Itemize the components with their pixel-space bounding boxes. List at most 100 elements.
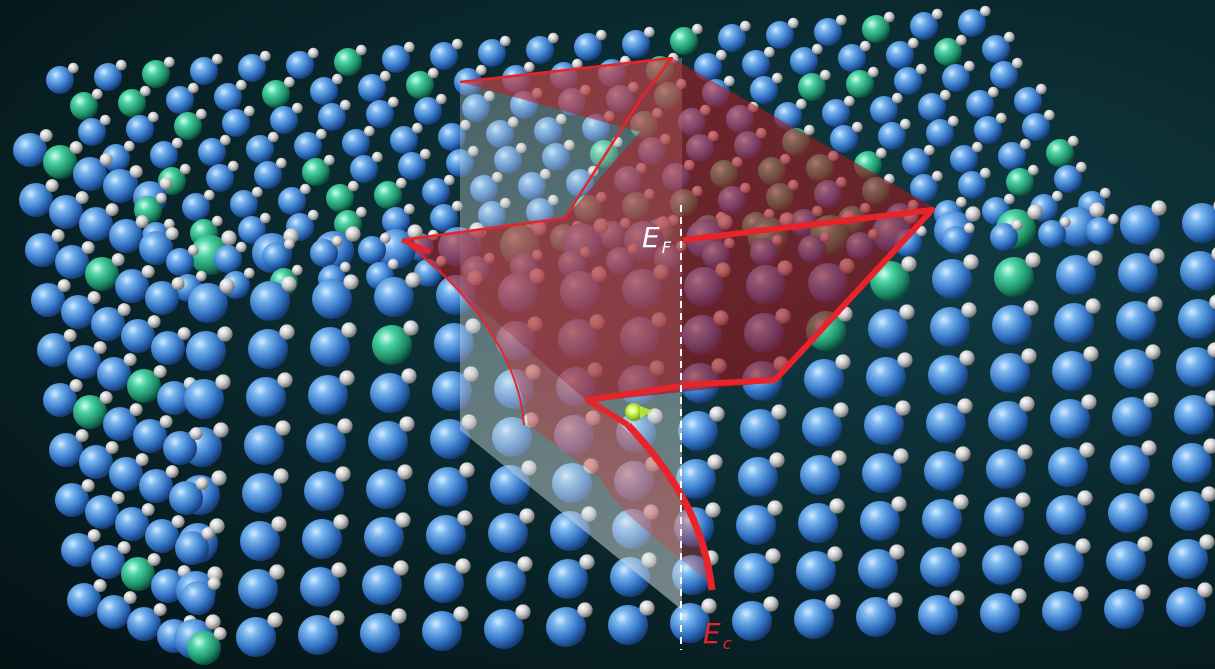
atom <box>1106 536 1153 581</box>
atom <box>870 92 903 124</box>
atom <box>990 57 1023 89</box>
atom <box>169 477 209 515</box>
atom <box>254 157 287 189</box>
atom <box>878 118 911 150</box>
atom <box>1050 394 1097 439</box>
atom <box>85 491 125 529</box>
atom <box>1172 438 1215 483</box>
atom <box>974 112 1007 144</box>
atom <box>67 579 107 617</box>
atom <box>236 612 283 657</box>
atom <box>526 32 559 64</box>
atom <box>174 108 207 140</box>
atom <box>1170 486 1215 531</box>
atom <box>406 67 439 99</box>
atom <box>866 352 913 397</box>
atom <box>310 322 357 367</box>
atom <box>214 241 247 273</box>
atom <box>109 215 149 253</box>
atom <box>270 102 303 134</box>
electron-particle <box>625 403 654 421</box>
atom <box>13 129 53 167</box>
atom <box>298 610 345 655</box>
atom <box>830 121 863 153</box>
atom <box>1046 135 1079 167</box>
atom <box>222 105 255 137</box>
atom <box>230 186 263 218</box>
atom <box>802 402 849 447</box>
atom <box>310 73 343 105</box>
atom <box>19 179 59 217</box>
atom <box>326 180 359 212</box>
atom <box>31 279 71 317</box>
atom <box>1168 534 1215 579</box>
atom <box>318 99 351 131</box>
atom <box>142 56 175 88</box>
atom <box>334 44 367 76</box>
atom <box>206 160 239 192</box>
atom <box>115 265 155 303</box>
atom <box>73 391 113 429</box>
atom <box>302 154 335 186</box>
atom <box>109 453 149 491</box>
atom <box>982 31 1015 63</box>
atom <box>1114 344 1161 389</box>
atom <box>478 35 511 67</box>
atom <box>240 516 287 561</box>
atom <box>166 82 199 114</box>
atom <box>982 540 1029 585</box>
atom <box>734 548 781 593</box>
atom <box>85 253 125 291</box>
atom <box>390 122 423 154</box>
atom <box>94 59 127 91</box>
atom <box>918 590 965 635</box>
atom <box>1110 440 1157 485</box>
atom <box>994 252 1041 297</box>
atom <box>814 14 847 46</box>
atom <box>920 542 967 587</box>
atom <box>181 577 221 615</box>
atom <box>428 462 475 507</box>
atom <box>574 29 607 61</box>
atom <box>924 446 971 491</box>
atom <box>678 406 725 451</box>
atom <box>934 34 967 66</box>
atom <box>950 141 983 173</box>
atom <box>278 183 311 215</box>
atom <box>1006 164 1039 196</box>
atom <box>127 603 167 641</box>
atom <box>1178 294 1215 339</box>
atom <box>862 448 909 493</box>
atom <box>486 556 533 601</box>
atom <box>244 420 291 465</box>
atom <box>1108 488 1155 533</box>
atom <box>364 512 411 557</box>
atom <box>342 125 375 157</box>
atom <box>190 53 223 85</box>
atom <box>55 479 95 517</box>
atom <box>91 541 131 579</box>
atom <box>126 111 159 143</box>
atom <box>145 515 185 553</box>
energy-band-outline <box>401 56 935 591</box>
atom <box>800 450 847 495</box>
atom <box>870 256 917 301</box>
atom <box>1046 490 1093 535</box>
atom <box>992 300 1039 345</box>
atom <box>670 23 703 55</box>
atom <box>73 153 113 191</box>
atom <box>308 370 355 415</box>
atom <box>1116 296 1163 341</box>
atom <box>246 372 293 417</box>
atom <box>374 177 407 209</box>
atom <box>990 219 1023 251</box>
atom <box>736 500 783 545</box>
atom <box>360 608 407 653</box>
atom <box>910 170 943 202</box>
atom <box>121 553 161 591</box>
atom <box>368 416 415 461</box>
atom <box>926 398 973 443</box>
